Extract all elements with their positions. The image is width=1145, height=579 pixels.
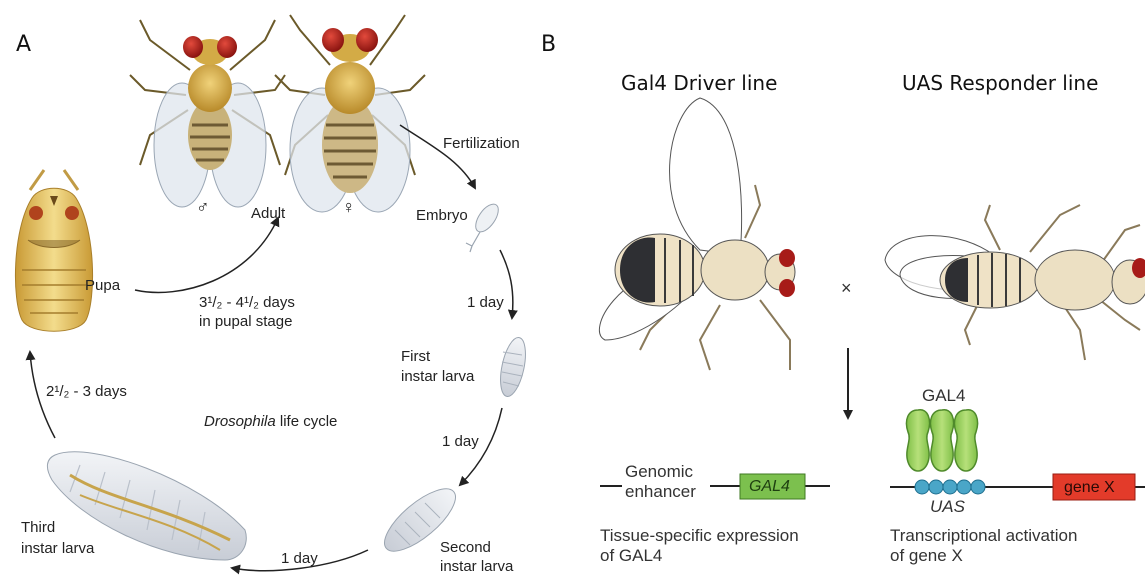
pupa-label: Pupa — [85, 276, 120, 295]
embryo-label: Embryo — [416, 206, 468, 225]
pupal-stage-duration-line2: in pupal stage — [199, 312, 292, 331]
genomic-enhancer-line2: enhancer — [625, 482, 696, 502]
adult-label: Adult — [251, 204, 285, 223]
male-symbol: ♂ — [196, 198, 210, 217]
pupal-stage-duration-line1: 3¹/₂ - 4¹/₂ days — [199, 293, 295, 312]
genomic-enhancer-line1: Genomic — [625, 462, 693, 482]
third-instar-label-line2: instar larva — [21, 539, 94, 558]
embryo-drawing — [466, 200, 503, 252]
gal4-protein-label: GAL4 — [922, 386, 965, 406]
tissue-caption-line2: of GAL4 — [600, 546, 662, 566]
male-adult-fly — [130, 20, 285, 207]
second-instar-label-line2: instar larva — [440, 557, 513, 576]
first-instar-label-line1: First — [401, 347, 430, 366]
activation-caption-line1: Transcriptional activation — [890, 526, 1077, 546]
first-instar-larva-drawing — [496, 335, 530, 398]
third-instar-label-line1: Third — [21, 518, 55, 537]
responder-line-title: UAS Responder line — [902, 71, 1098, 95]
first-instar-label-line2: instar larva — [401, 367, 474, 386]
cross-symbol: × — [841, 278, 852, 299]
second-to-third-duration: 1 day — [281, 549, 318, 568]
uas-label: UAS — [930, 497, 965, 517]
second-instar-label-line1: Second — [440, 538, 491, 557]
life-cycle-title: Drosophila life cycle — [204, 412, 337, 431]
life-cycle-title-rest: life cycle — [276, 413, 338, 430]
female-adult-fly — [275, 15, 425, 212]
first-to-second-duration: 1 day — [442, 432, 479, 451]
tissue-caption-line1: Tissue-specific expression — [600, 526, 799, 546]
embryo-to-first-duration: 1 day — [467, 293, 504, 312]
panel-a-letter: A — [16, 32, 31, 57]
life-cycle-title-genus: Drosophila — [204, 413, 276, 430]
pupa-drawing — [15, 170, 92, 331]
gal4-driver-fly — [599, 98, 795, 370]
uas-responder-fly — [885, 205, 1145, 360]
gal4-protein-dimers — [906, 410, 977, 471]
gal4-gene-box-label: GAL4 — [749, 477, 790, 497]
gene-x-box-label: gene X — [1064, 478, 1115, 498]
activation-caption-line2: of gene X — [890, 546, 963, 566]
driver-line-title: Gal4 Driver line — [621, 71, 777, 95]
larva-to-pupa-duration: 2¹/₂ - 3 days — [46, 382, 127, 401]
panel-b-letter: B — [541, 32, 556, 57]
female-symbol: ♀ — [342, 198, 356, 217]
fertilization-label: Fertilization — [443, 134, 520, 153]
